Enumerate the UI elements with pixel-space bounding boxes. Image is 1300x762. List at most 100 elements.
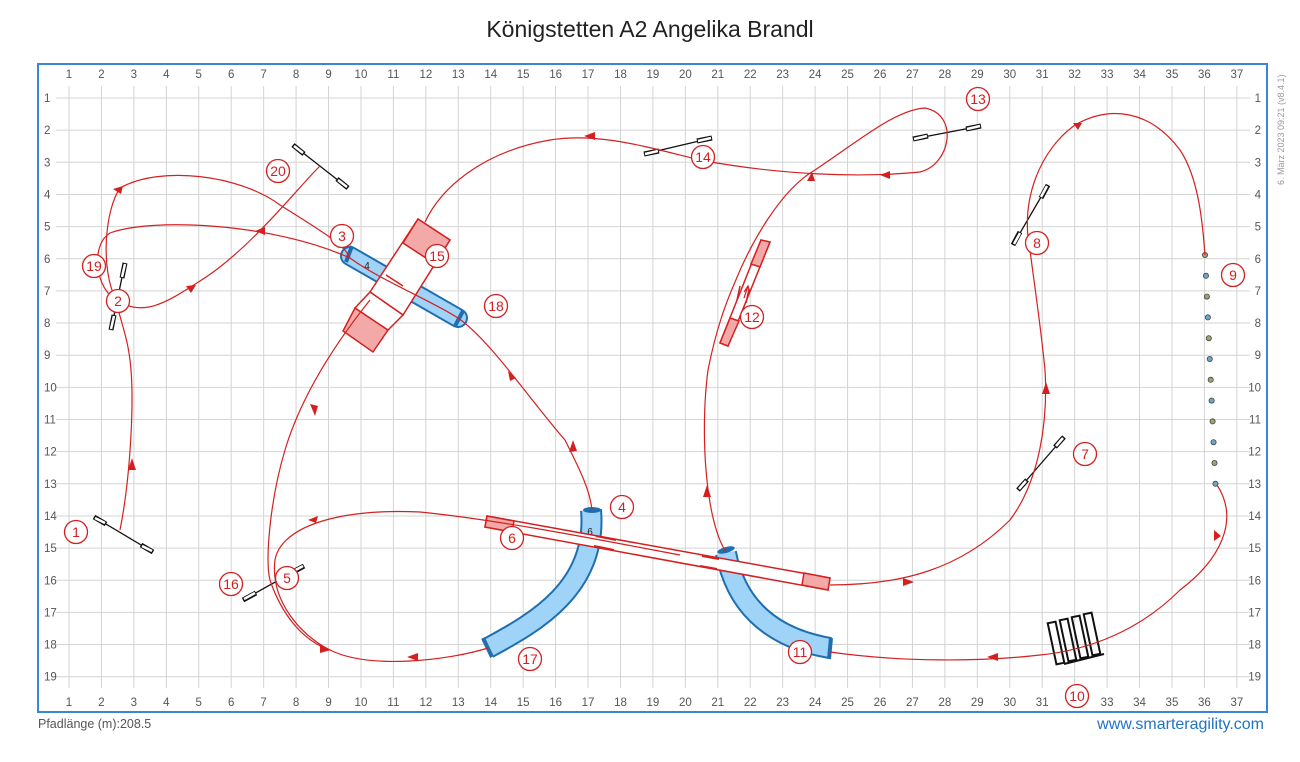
svg-text:13: 13 (970, 91, 986, 107)
weave-pole (1209, 418, 1216, 425)
col-label: 28 (938, 69, 951, 81)
col-label: 1 (66, 69, 72, 81)
col-label: 17 (582, 69, 595, 81)
badge-12: 12 (739, 304, 765, 330)
column-labels: 1122334455667788991010111112121313141415… (66, 69, 1243, 709)
jump-14 (643, 135, 713, 157)
svg-text:17: 17 (522, 651, 538, 667)
col-label: 30 (1003, 69, 1016, 81)
weave-pole (1205, 335, 1212, 342)
badge-8: 8 (1024, 230, 1050, 256)
col-label: 8 (293, 69, 299, 81)
badge-10: 10 (1064, 683, 1090, 709)
row-label: 16 (1248, 575, 1261, 587)
weave-pole (1207, 376, 1214, 383)
col-label: 29 (971, 69, 984, 81)
badge-6: 6 (499, 525, 525, 551)
a-frame-15 (342, 217, 452, 354)
col-label: 7 (260, 697, 266, 709)
row-label: 6 (44, 254, 50, 266)
tunnel-label-upper: 4 (364, 261, 370, 272)
path-length: Pfadlänge (m):208.5 (38, 717, 152, 731)
col-label: 14 (484, 69, 497, 81)
row-label: 8 (44, 318, 50, 330)
svg-text:11: 11 (793, 644, 808, 660)
badge-16: 16 (218, 571, 244, 597)
col-label: 13 (452, 697, 465, 709)
course-title: Königstetten A2 Angelika Brandl (486, 16, 814, 42)
col-label: 34 (1133, 69, 1146, 81)
website-link[interactable]: www.smarteragility.com (1097, 716, 1264, 733)
col-label: 2 (98, 697, 104, 709)
col-label: 9 (325, 69, 331, 81)
col-label: 3 (131, 697, 137, 709)
weave-pole (1203, 293, 1210, 300)
svg-text:15: 15 (429, 248, 445, 264)
row-label: 2 (44, 125, 50, 137)
row-label: 18 (44, 640, 57, 652)
col-label: 26 (874, 69, 887, 81)
col-label: 10 (355, 697, 368, 709)
row-label: 4 (1255, 189, 1262, 201)
row-label: 3 (44, 157, 50, 169)
svg-text:8: 8 (1033, 235, 1041, 251)
col-label: 27 (906, 69, 919, 81)
col-label: 25 (841, 69, 854, 81)
col-label: 16 (549, 69, 562, 81)
row-label: 8 (1255, 318, 1261, 330)
col-label: 24 (809, 697, 822, 709)
col-label: 32 (1068, 69, 1081, 81)
col-label: 5 (196, 697, 202, 709)
tire-10 (1046, 611, 1105, 666)
tunnel-label-lower: 6 (587, 527, 593, 538)
col-label: 22 (744, 697, 757, 709)
svg-text:9: 9 (1229, 267, 1237, 283)
jump-7 (1016, 435, 1066, 492)
svg-text:4: 4 (618, 499, 626, 515)
col-label: 6 (228, 697, 234, 709)
row-label: 1 (1255, 93, 1261, 105)
badge-9: 9 (1220, 262, 1246, 288)
col-label: 2 (98, 69, 104, 81)
seesaw-12 (719, 239, 772, 347)
col-label: 4 (163, 697, 170, 709)
row-label: 10 (44, 382, 57, 394)
row-label: 9 (44, 350, 50, 362)
col-label: 11 (387, 69, 399, 81)
weave-pole (1206, 355, 1213, 362)
col-label: 5 (196, 69, 202, 81)
col-label: 26 (874, 697, 887, 709)
col-label: 12 (419, 697, 432, 709)
weave-pole (1204, 314, 1211, 321)
col-label: 12 (419, 69, 432, 81)
row-label: 6 (1255, 254, 1261, 266)
badge-4: 4 (609, 494, 635, 520)
col-label: 34 (1133, 697, 1146, 709)
row-label: 11 (1249, 415, 1261, 427)
svg-text:10: 10 (1069, 688, 1085, 704)
col-label: 8 (293, 697, 299, 709)
svg-text:7: 7 (1081, 446, 1089, 462)
col-label: 6 (228, 69, 234, 81)
col-label: 10 (355, 69, 368, 81)
row-label: 12 (44, 447, 57, 459)
weave-poles-9 (1202, 251, 1219, 487)
row-label: 12 (1248, 447, 1261, 459)
col-label: 13 (452, 69, 465, 81)
badge-5: 5 (274, 565, 300, 591)
row-label: 14 (1248, 511, 1261, 523)
col-label: 22 (744, 69, 757, 81)
col-label: 36 (1198, 69, 1211, 81)
col-label: 24 (809, 69, 822, 81)
col-label: 31 (1036, 69, 1049, 81)
badge-18: 18 (483, 293, 509, 319)
row-label: 15 (44, 543, 57, 555)
col-label: 31 (1036, 697, 1049, 709)
col-label: 17 (582, 697, 595, 709)
badge-17: 17 (517, 646, 543, 672)
col-label: 18 (614, 69, 627, 81)
jump-20 (291, 143, 350, 190)
row-label: 3 (1255, 157, 1261, 169)
